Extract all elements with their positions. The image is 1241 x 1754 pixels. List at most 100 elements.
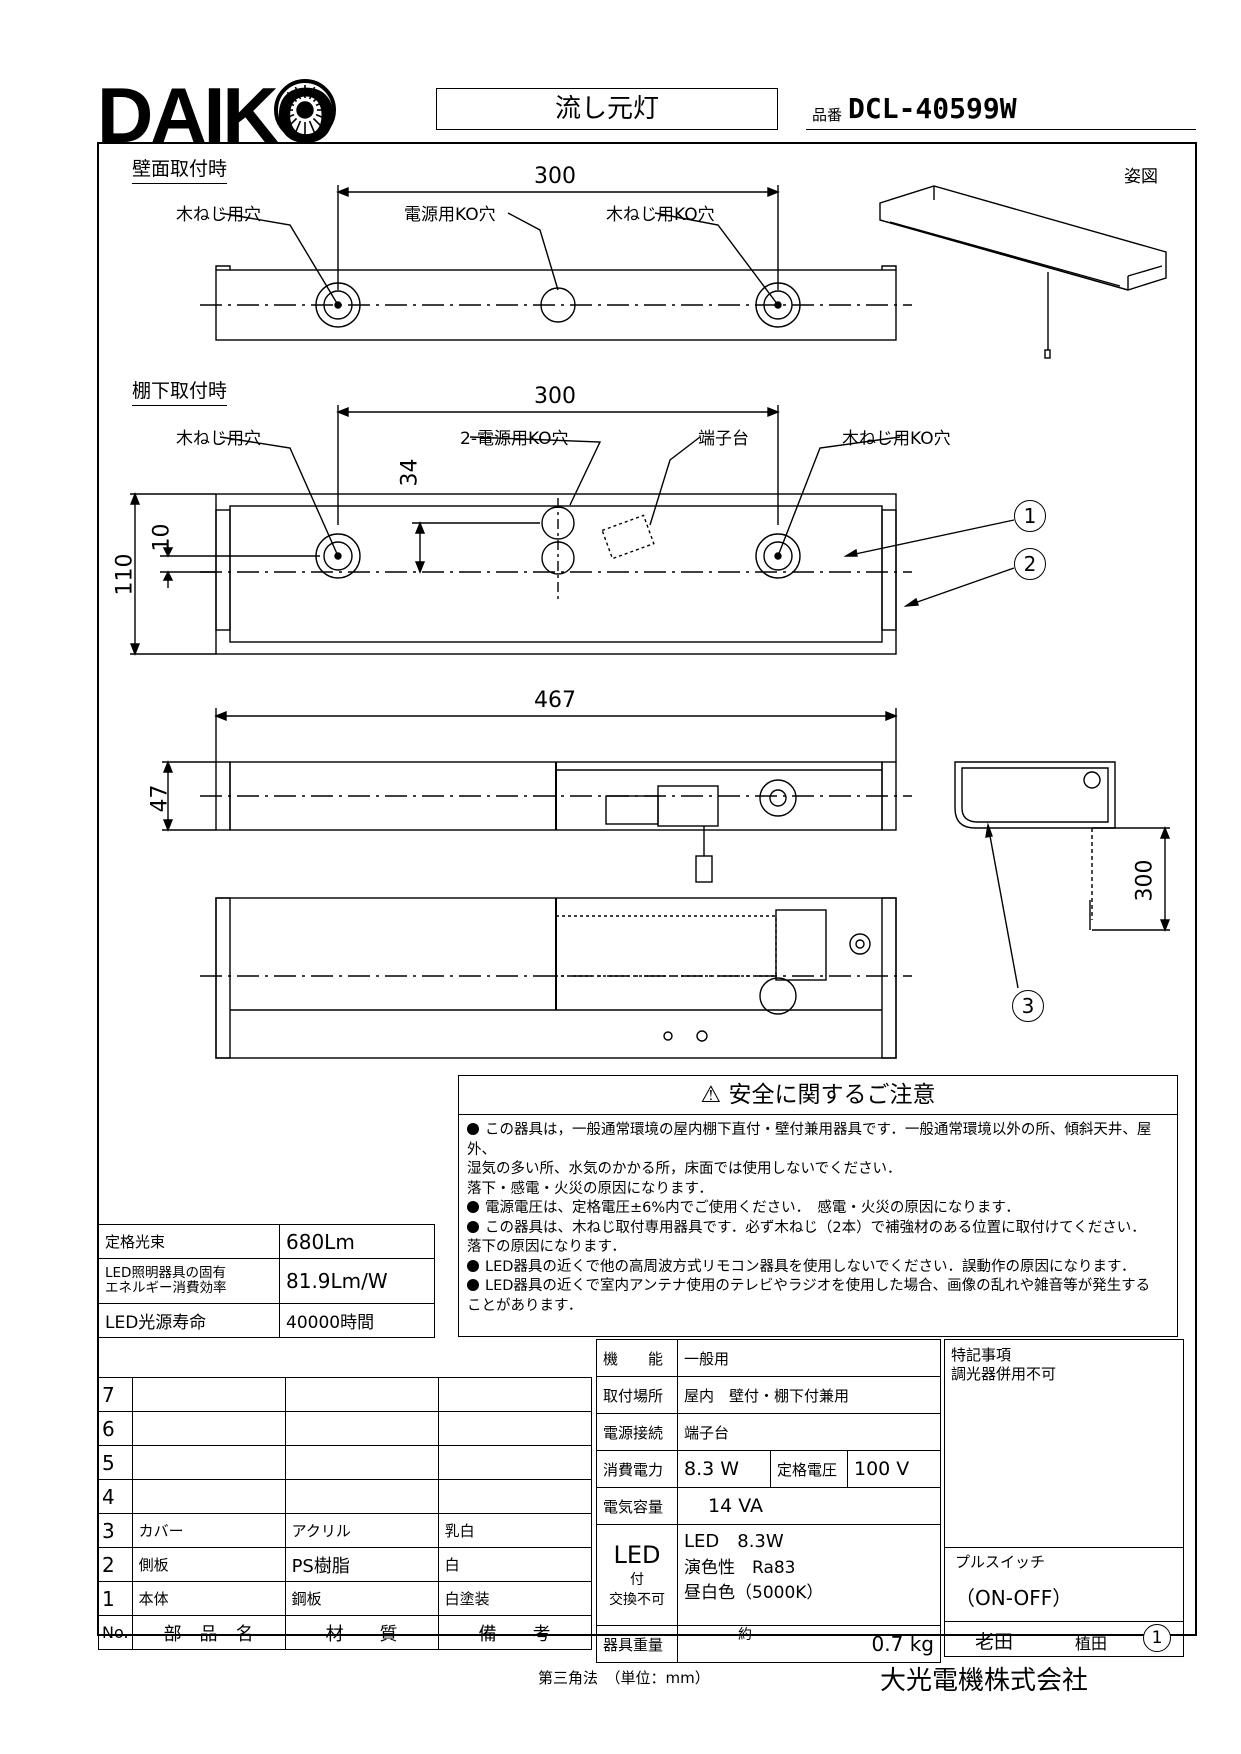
dim-10: 10 [149, 523, 175, 552]
part-no: 7 [98, 1377, 133, 1412]
parts-row: 5 [98, 1445, 592, 1480]
led-label: LED [613, 1541, 661, 1569]
capacity-value: 14 VA [677, 1487, 941, 1525]
weight-label: 器具重量 [596, 1625, 678, 1663]
part-remarks [437, 1445, 592, 1480]
pull-switch-label: プルスイッチ [955, 1553, 1046, 1571]
model-number: DCL-40599W [848, 92, 1017, 125]
shelf-mount-heading: 棚下取付時 [132, 376, 228, 406]
safety-line: 湿気の多い所、水気のかかる所，床面では使用しないでください． [467, 1161, 902, 1177]
part-name [131, 1377, 286, 1412]
feature-row: 電源接続端子台 [596, 1413, 941, 1451]
part-name: 側板 [131, 1547, 286, 1582]
header-no: No. [98, 1615, 133, 1650]
safety-line: 電源電圧は、定格電圧±6%内でご使用ください． 感電・火災の原因になります． [467, 1199, 1169, 1219]
part-material [284, 1445, 439, 1480]
capacity-label: 電気容量 [596, 1487, 678, 1525]
feature-row: 取付場所屋内 壁付・棚下付兼用 [596, 1376, 941, 1414]
pull-switch-box: プルスイッチ （ON-OFF） [944, 1547, 1184, 1622]
company-name: 大光電機株式会社 [880, 1666, 1089, 1696]
safety-notice: ⚠ 安全に関するご注意 この器具は，一般通常環境の屋内棚下直付・壁付兼用器具です… [458, 1075, 1178, 1337]
connection-label: 電源接続 [596, 1413, 678, 1451]
parts-row: 6 [98, 1411, 592, 1446]
part-name: 本体 [131, 1581, 286, 1616]
part-material [284, 1411, 439, 1446]
function-value: 一般用 [677, 1339, 941, 1377]
side-section-view [162, 708, 912, 883]
safety-line: 落下・感電・火災の原因になります． [467, 1180, 713, 1197]
parts-header-row: No.部 品 名材 質備 考 [98, 1615, 592, 1650]
notes-text: 調光器併用不可 [951, 1365, 1057, 1383]
product-name: 流し元灯 [436, 88, 778, 130]
perspective-label: 姿図 [1124, 167, 1158, 187]
logo-sun-icon [274, 79, 336, 141]
label-power-ko-hole-2: 2-電源用KO穴 [460, 429, 569, 449]
safety-title-text: 安全に関するご注意 [728, 1082, 936, 1108]
header-material: 材 質 [284, 1615, 439, 1650]
safety-body: この器具は，一般通常環境の屋内棚下直付・壁付兼用器具です．一般通常環境以外の所、… [459, 1115, 1177, 1322]
label-wood-screw-ko-hole-shelf: 木ねじ用KO穴 [842, 429, 951, 449]
function-label: 機 能 [596, 1339, 678, 1377]
led-label-3: 交換不可 [609, 1592, 665, 1608]
spec-table: 定格光束 680Lm LED照明器具の固有 エネルギー消費効率 81.9Lm/W… [98, 1224, 435, 1338]
part-remarks: 乳白 [437, 1513, 592, 1548]
dim-467: 467 [534, 688, 576, 713]
bullet-icon [467, 1123, 479, 1135]
notes-title: 特記事項 [951, 1346, 1012, 1364]
led-value-2: 演色性 Ra83 [684, 1558, 796, 1578]
dim-300-wall: 300 [534, 164, 576, 189]
led-value-cell: LED 8.3W 演色性 Ra83 昼白色（5000K） [677, 1524, 941, 1626]
dim-110: 110 [112, 553, 138, 596]
part-remarks: 白塗装 [437, 1581, 592, 1616]
led-value-1: LED 8.3W [684, 1531, 784, 1552]
part-name [131, 1479, 286, 1514]
label-wood-screw-hole-shelf: 木ねじ用穴 [176, 429, 261, 449]
pull-switch-value: （ON-OFF） [955, 1586, 1073, 1610]
mount-value: 屋内 壁付・棚下付兼用 [677, 1376, 941, 1414]
weight-value: 0.7 kg [871, 1632, 934, 1656]
label-wood-screw-hole: 木ねじ用穴 [176, 205, 261, 225]
safety-line: LED器具の近くで室内アンテナ使用のテレビやラジオを使用した場合、画像の乱れや雑… [467, 1277, 1169, 1297]
bullet-icon [467, 1220, 479, 1233]
part-name: カバー [131, 1513, 286, 1548]
projection-note: 第三角法 （単位：mm） [538, 1669, 710, 1687]
part-no: 3 [98, 1513, 133, 1548]
header-remarks: 備 考 [437, 1615, 592, 1650]
safety-line: この器具は、木ねじ取付専用器具です．必ず木ねじ（2本）で補強材のある位置に取付け… [467, 1219, 1169, 1239]
shelf-mount-view [129, 405, 1015, 656]
dim-300-shelf: 300 [534, 384, 576, 409]
part-material: PS樹脂 [284, 1547, 439, 1582]
safety-line: この器具は，一般通常環境の屋内棚下直付・壁付兼用器具です．一般通常環境以外の所、… [467, 1122, 1152, 1158]
part-remarks: 白 [437, 1547, 592, 1582]
part-material [284, 1377, 439, 1412]
spec-row: LED光源寿命 40000時間 [98, 1303, 435, 1338]
part-material: アクリル [284, 1513, 439, 1548]
checked-by: 植田 [1075, 1634, 1108, 1653]
notes-box: 特記事項 調光器併用不可 [944, 1339, 1184, 1548]
end-view [954, 761, 1171, 989]
dim-300-cord: 300 [1132, 859, 1158, 902]
voltage-label: 定格電圧 [770, 1450, 848, 1488]
safety-line: LED器具の近くで他の高周波方式リモコン器具を使用しないでください．誤動作の原因… [467, 1258, 1169, 1278]
drawn-by: 老田 [975, 1631, 1014, 1653]
spec-label: LED照明器具の固有 エネルギー消費効率 [98, 1258, 280, 1304]
spec-value: 81.9Lm/W [279, 1258, 435, 1304]
label-terminal-block: 端子台 [698, 429, 749, 449]
callout-1: 1 [1014, 500, 1046, 532]
voltage-value: 100 V [847, 1450, 941, 1488]
spec-label: LED光源寿命 [98, 1303, 280, 1338]
part-name [131, 1411, 286, 1446]
weight-cell: 約 0.7 kg [677, 1625, 941, 1663]
bullet-icon [467, 1201, 479, 1213]
connection-value: 端子台 [677, 1413, 941, 1451]
sheet-number: 1 [1143, 1624, 1171, 1652]
safety-line: 落下の原因になります． [467, 1239, 626, 1255]
spec-label: 定格光束 [98, 1224, 280, 1259]
